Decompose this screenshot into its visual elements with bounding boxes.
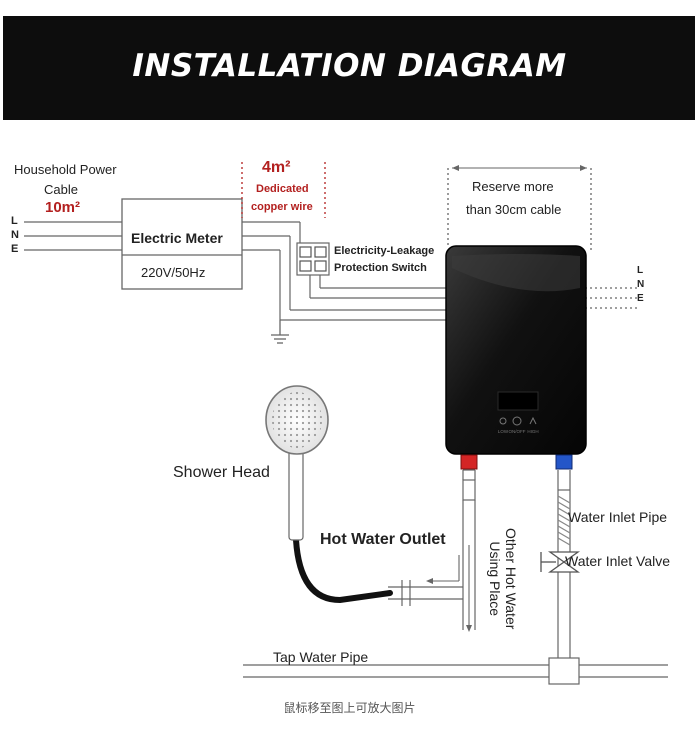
diagram-title: INSTALLATION DIAGRAM: [132, 48, 567, 84]
control-power-label: ON/OFF: [509, 429, 526, 434]
line-e-label: E: [11, 243, 19, 255]
zoom-hint-caption: 鼠标移至图上可放大图片: [283, 701, 416, 715]
switch-label-1: Electricity-Leakage: [334, 245, 435, 257]
household-cable-label: Cable: [44, 182, 78, 197]
heater-l-label: L: [637, 265, 644, 276]
heater-e-label: E: [637, 293, 644, 304]
reserve-label-1: Reserve more: [472, 179, 554, 194]
meter-rating: 220V/50Hz: [141, 265, 206, 280]
shower-handle: [288, 449, 304, 541]
meter-title: Electric Meter: [131, 230, 223, 246]
water-heater-unit: LOW ON/OFF HIGH: [445, 245, 587, 455]
electric-meter-box: [121, 198, 243, 290]
cold-water-connector: [555, 454, 573, 470]
water-inlet-valve-label: Water Inlet Valve: [565, 553, 671, 569]
dedicated-wire-label-2: copper wire: [251, 201, 313, 213]
tap-water-pipe-label: Tap Water Pipe: [273, 649, 369, 665]
switch-to-heater-wires: [289, 275, 450, 311]
other-hot-water-line1: Other Hot Water: [503, 528, 519, 630]
inlet-hose-braid: [557, 495, 571, 546]
hot-water-pipe: [388, 469, 476, 630]
shower-hose: [293, 537, 393, 604]
dedicated-wire-size: 4m²: [262, 159, 291, 176]
reserve-label-2: than 30cm cable: [466, 202, 562, 217]
other-hot-water-label: Other Hot Water Using Place: [487, 528, 519, 629]
leakage-switch: [296, 242, 330, 276]
title-banner: [3, 16, 695, 120]
household-cable-size: 10m²: [45, 199, 81, 216]
meter-to-switch-wires: [242, 221, 450, 321]
control-high-label: HIGH: [527, 429, 538, 434]
shower-head: [265, 385, 329, 455]
ground-symbol: [271, 320, 289, 344]
household-power-label: Household Power: [14, 162, 117, 177]
line-n-label: N: [11, 229, 19, 241]
control-low-label: LOW: [498, 429, 509, 434]
tap-water-pipe: [243, 657, 668, 685]
incoming-power-lines: [24, 221, 122, 251]
reserve-cable-dotted: [447, 168, 640, 309]
shower-head-label: Shower Head: [173, 464, 270, 481]
dedicated-wire-label-1: Dedicated: [256, 183, 309, 195]
hot-water-outlet-label: Hot Water Outlet: [320, 531, 446, 548]
heater-n-label: N: [637, 279, 645, 290]
line-l-label: L: [11, 215, 18, 227]
hot-water-connector: [460, 454, 478, 470]
switch-label-2: Protection Switch: [334, 262, 427, 274]
other-hot-water-line2: Using Place: [487, 541, 503, 617]
water-inlet-valve: [540, 551, 581, 573]
water-inlet-pipe-label: Water Inlet Pipe: [568, 509, 668, 525]
